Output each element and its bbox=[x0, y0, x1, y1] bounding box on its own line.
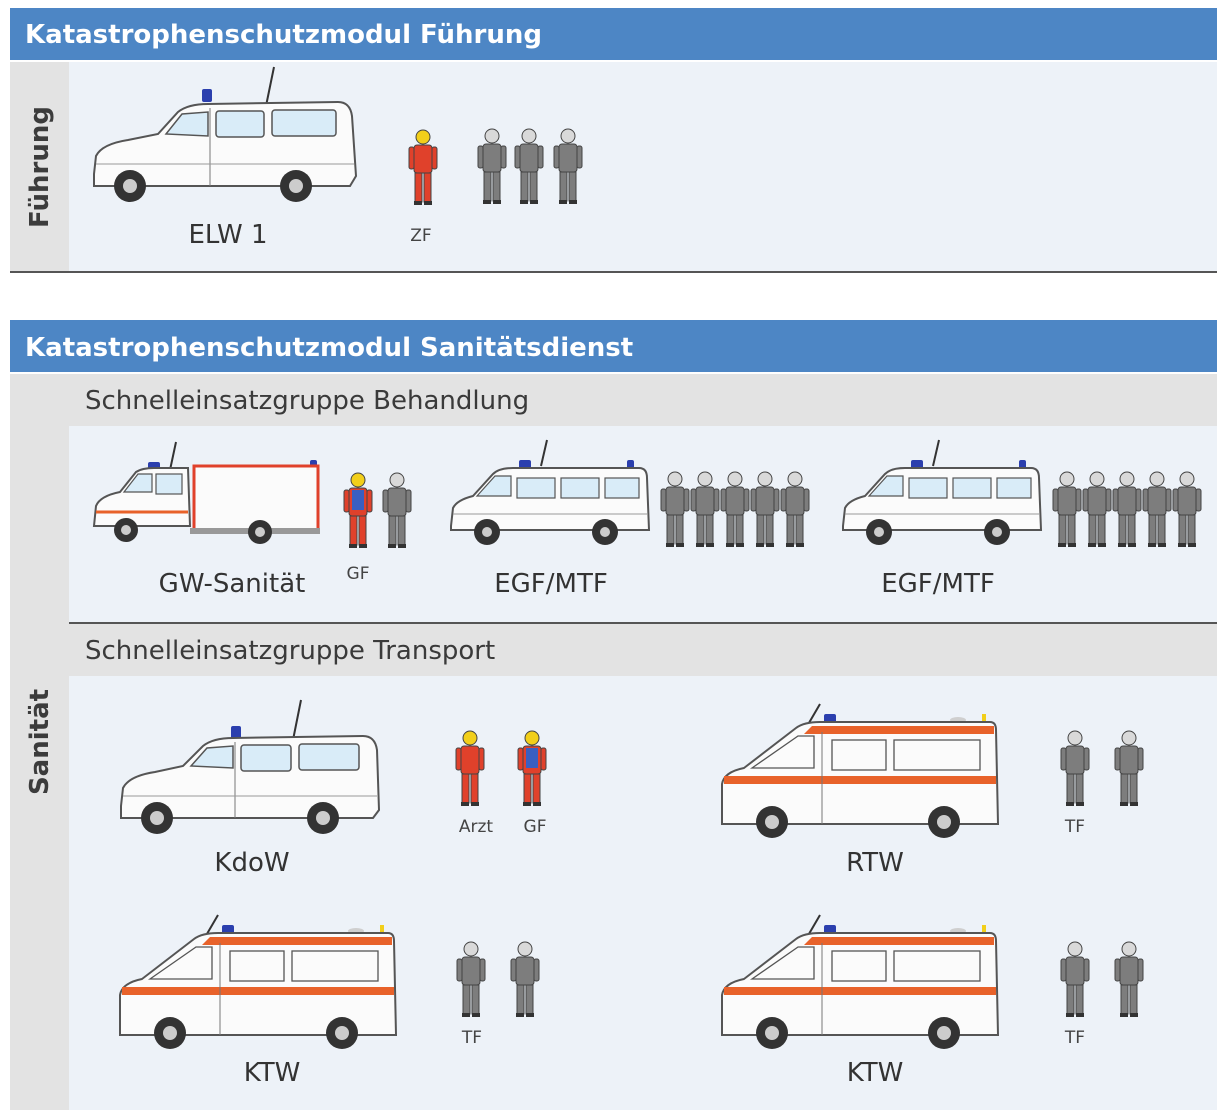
crew-figure bbox=[780, 471, 810, 547]
crew-figure bbox=[750, 471, 780, 547]
crew-figure bbox=[1112, 471, 1142, 547]
blue-beacon bbox=[202, 89, 212, 102]
side-label-fuehrung-text: Führung bbox=[24, 106, 55, 228]
crew-figure bbox=[690, 471, 720, 547]
crew-figure bbox=[1060, 941, 1090, 1017]
section-header-sanitaet: Katastrophenschutzmodul Sanitätsdienst bbox=[10, 320, 1217, 372]
label-kdow: KdoW bbox=[214, 848, 290, 878]
crew-figure bbox=[382, 472, 412, 548]
role-tf-rtw: TF bbox=[1064, 817, 1086, 837]
crew-figure bbox=[1142, 471, 1172, 547]
crew-figure bbox=[477, 128, 507, 204]
role-tf-ktw-1: TF bbox=[461, 1028, 483, 1048]
crew-figure bbox=[456, 941, 486, 1017]
leader-figure-arzt bbox=[455, 730, 485, 806]
van-elw1 bbox=[93, 66, 358, 202]
crew-figure bbox=[1114, 941, 1144, 1017]
role-tf-ktw-2: TF bbox=[1064, 1028, 1086, 1048]
role-gf-behandlung: GF bbox=[346, 564, 370, 584]
label-rtw: RTW bbox=[846, 848, 904, 878]
crew-figure bbox=[1052, 471, 1082, 547]
crew-figure bbox=[660, 471, 690, 547]
role-gf-transport: GF bbox=[523, 817, 547, 837]
leader-figure-zf bbox=[408, 129, 438, 205]
label-egf-mtf-1: EGF/MTF bbox=[494, 569, 608, 599]
leader-figure-gf bbox=[517, 730, 547, 806]
crew-figure bbox=[553, 128, 583, 204]
crew-figure bbox=[1114, 730, 1144, 806]
label-gw-sanitaet: GW-Sanität bbox=[158, 569, 306, 599]
crew-figure bbox=[1060, 730, 1090, 806]
leader-figure-gf bbox=[343, 472, 373, 548]
crew-figure bbox=[514, 128, 544, 204]
bus-egf-mtf-1 bbox=[450, 439, 651, 545]
crew-figure bbox=[1082, 471, 1112, 547]
crew-figure bbox=[1172, 471, 1202, 547]
divider-fuehrung bbox=[10, 271, 1217, 273]
side-label-sanitaet-text: Sanität bbox=[24, 688, 55, 796]
ambulance-ktw-2 bbox=[721, 914, 1000, 1049]
truck-gw-sanitaet bbox=[92, 441, 320, 544]
subheader-transport: Schnelleinsatzgruppe Transport bbox=[69, 624, 1217, 676]
crew-figure bbox=[720, 471, 750, 547]
antenna bbox=[265, 66, 275, 107]
role-zf: ZF bbox=[410, 226, 432, 246]
label-elw1: ELW 1 bbox=[188, 220, 268, 250]
section-header-fuehrung: Katastrophenschutzmodul Führung bbox=[10, 8, 1217, 60]
label-ktw-1: KTW bbox=[243, 1058, 301, 1088]
bus-egf-mtf-2 bbox=[842, 439, 1043, 545]
subheader-behandlung: Schnelleinsatzgruppe Behandlung bbox=[69, 374, 1217, 426]
label-egf-mtf-2: EGF/MTF bbox=[881, 569, 995, 599]
label-ktw-2: KTW bbox=[846, 1058, 904, 1088]
crew-figure bbox=[510, 941, 540, 1017]
ambulance-rtw bbox=[721, 703, 1000, 838]
van-kdow bbox=[120, 699, 381, 834]
side-label-fuehrung: Führung bbox=[10, 62, 69, 272]
divider-groups bbox=[69, 622, 1217, 624]
role-arzt: Arzt bbox=[458, 817, 494, 837]
side-label-sanitaet: Sanität bbox=[10, 374, 69, 1110]
ambulance-ktw-1 bbox=[119, 914, 398, 1049]
